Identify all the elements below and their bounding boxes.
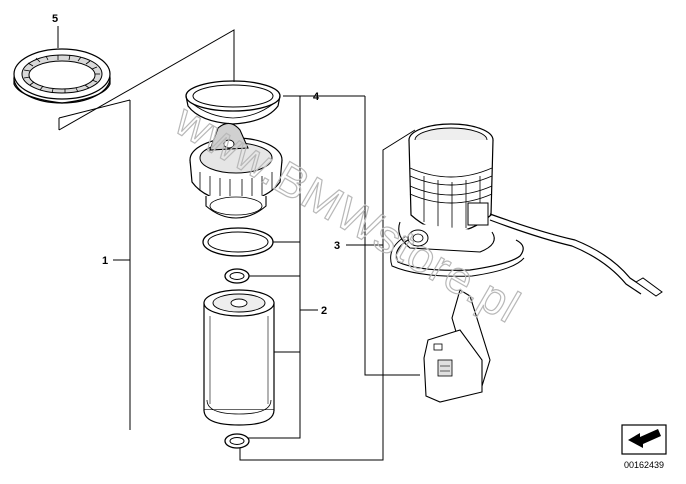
filter-cap-part[interactable] — [189, 122, 283, 219]
callout-1: 1 — [102, 255, 108, 267]
seal-ring-part[interactable] — [13, 48, 111, 104]
filter-element-part[interactable] — [203, 289, 275, 426]
callout-3: 3 — [334, 240, 340, 252]
sensor-bracket-part[interactable] — [423, 289, 491, 403]
leader-lines — [58, 29, 420, 461]
small-o-ring-lower-part[interactable] — [224, 433, 250, 449]
callout-4: 4 — [313, 91, 320, 103]
filter-housing-part[interactable] — [390, 123, 663, 297]
arrow-stamp-icon — [621, 424, 667, 455]
small-o-ring-upper-part[interactable] — [224, 268, 250, 284]
callout-2: 2 — [321, 305, 327, 317]
diagram-id: 00162439 — [624, 460, 664, 470]
callout-5: 5 — [52, 13, 58, 25]
large-o-ring-part[interactable] — [202, 227, 274, 257]
